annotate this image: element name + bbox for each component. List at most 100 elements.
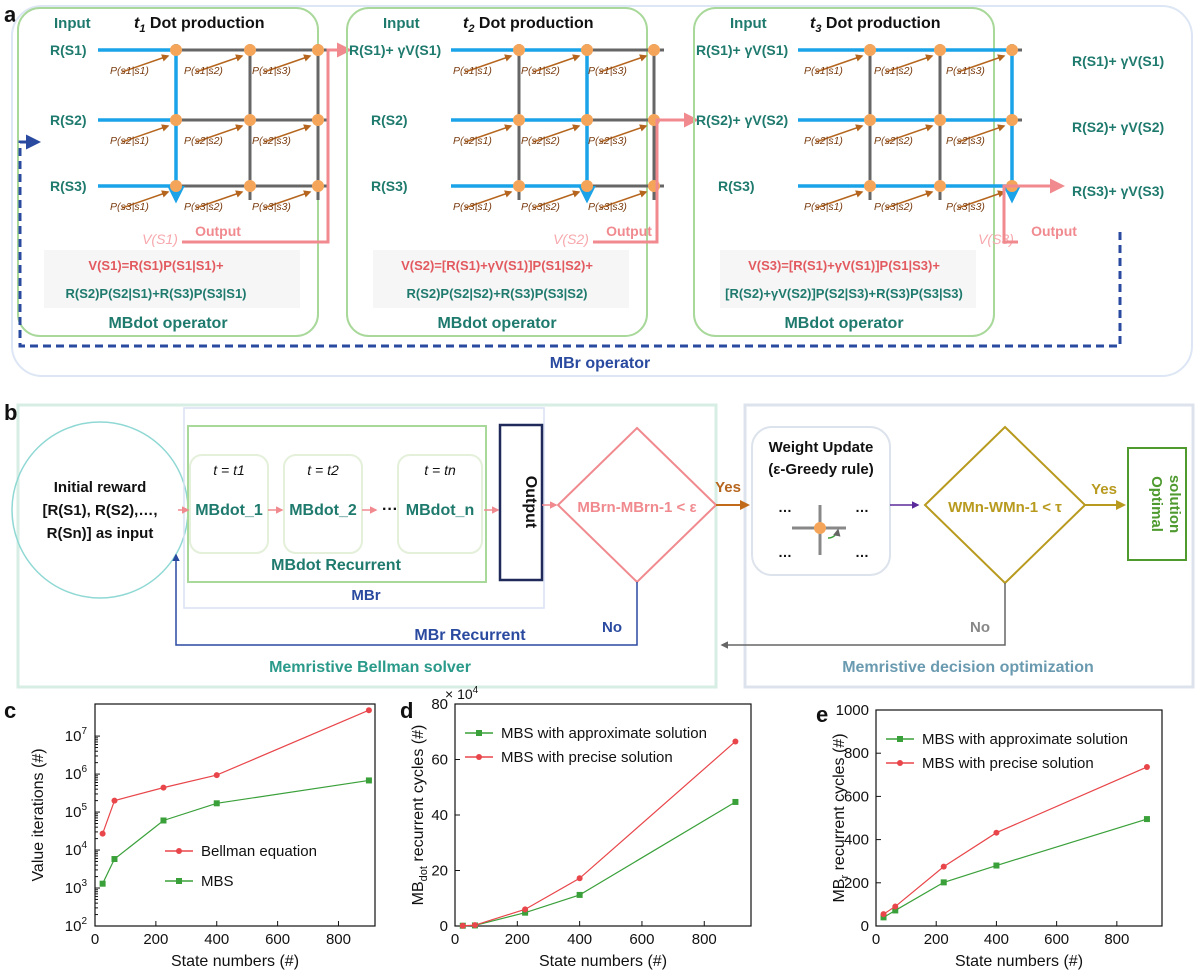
- x-tick-label: 400: [984, 931, 1009, 948]
- memristor-node: [1006, 44, 1018, 56]
- weight-arrow: [885, 54, 934, 73]
- mbdot-recurrent-frame: [187, 425, 487, 583]
- y-tick-label: 104: [65, 840, 88, 859]
- condition1-text: MBrn-MBrn-1 < ε: [577, 499, 696, 516]
- input-label: Input: [54, 15, 91, 32]
- y-tick-label: 80: [431, 696, 448, 713]
- output-connector-arrow: [593, 112, 699, 244]
- output-value: V(S2): [553, 231, 589, 247]
- decision-label: Memristive decision optimization: [842, 659, 1094, 676]
- y-tick-label: 106: [65, 764, 88, 783]
- equation-line-1: V(S3)=[R(S1)+γV(S1)]P(S1|S3)+: [748, 258, 940, 273]
- weight-label: P(s1|s3): [946, 65, 985, 77]
- output-label: Output: [606, 223, 652, 239]
- plot-frame: [875, 709, 1163, 927]
- memristor-node: [934, 180, 946, 192]
- memristor-node: [170, 180, 182, 192]
- memristor-node: [581, 180, 593, 192]
- legend-marker: [476, 730, 482, 736]
- final-outputs: R(S1)+ γV(S1) R(S2)+ γV(S2) R(S3)+ γV(S3…: [1072, 53, 1164, 199]
- y-tick-label: 0: [861, 918, 869, 935]
- weight-label: P(s2|s1): [453, 135, 492, 147]
- mbdot-step-n: [397, 454, 483, 554]
- panel-a-label: a: [4, 2, 17, 27]
- y-tick-label: 103: [65, 878, 88, 897]
- initial-line-1: Initial reward: [54, 479, 147, 496]
- weight-arrow: [815, 54, 864, 73]
- data-point: [880, 911, 887, 918]
- x-tick-label: 600: [265, 931, 290, 948]
- mbdot-step-2: [283, 454, 363, 554]
- no2-label: No: [970, 619, 990, 636]
- initial-line-2: [R(S1), R(S2),…,: [42, 502, 157, 519]
- legend-entry: MBS with approximate solution: [922, 731, 1128, 748]
- memristor-node: [312, 180, 324, 192]
- input-3: R(S3): [371, 178, 408, 194]
- x-tick-label: 200: [924, 931, 949, 948]
- y-tick-label: 1000: [836, 702, 869, 719]
- data-point: [111, 797, 118, 804]
- y-tick-label: 40: [431, 807, 448, 824]
- memristor-node: [244, 44, 256, 56]
- data-point: [940, 879, 947, 886]
- weight-label: P(s3|s1): [804, 201, 843, 213]
- weight-label: P(s1|s1): [453, 65, 492, 77]
- legend-entry: MBS: [201, 873, 234, 890]
- legend-marker: [476, 754, 482, 760]
- input-2: R(S2): [371, 112, 408, 128]
- memristor-node: [513, 114, 525, 126]
- step-2-time: t = t2: [307, 462, 339, 478]
- memristor-node: [513, 44, 525, 56]
- mbr-label: MBr: [351, 587, 380, 604]
- operator-label: MBdot operator: [784, 315, 903, 332]
- x-axis-label: State numbers (#): [171, 953, 299, 970]
- x-axis-label: State numbers (#): [539, 953, 667, 970]
- weight-arrow: [957, 190, 1006, 209]
- weight-label: P(s2|s3): [946, 135, 985, 147]
- y-multiplier: × 104: [445, 685, 479, 702]
- x-tick-label: 0: [91, 931, 99, 948]
- mbdot-blocks: t1 Dot productionInputR(S1)R(S2)R(S3)P(s…: [17, 7, 1077, 337]
- data-point: [111, 856, 118, 863]
- memristor-node: [648, 44, 660, 56]
- weight-label: P(s1|s3): [588, 65, 627, 77]
- chart-label: e: [816, 702, 828, 727]
- equation-line-1: V(S2)=[R(S1)+γV(S1)]P(S1|S2)+: [401, 258, 593, 273]
- memristor-node: [170, 114, 182, 126]
- x-tick-label: 0: [872, 931, 880, 948]
- svg-text:…: …: [778, 544, 792, 560]
- memristor-node: [864, 44, 876, 56]
- step-2-name: MBdot_2: [289, 502, 357, 519]
- memristor-node: [1006, 114, 1018, 126]
- panel-a: a t1 Dot productionInputR(S1)R(S2)R(S3)P…: [4, 2, 1193, 377]
- input-label: Input: [383, 15, 420, 32]
- weight-arrow: [599, 54, 648, 73]
- no2-arrow: [720, 583, 1006, 649]
- x-tick-label: 800: [692, 931, 717, 948]
- panel-b: b Initial reward [R(S1), R(S2),…, R(Sn)]…: [4, 400, 1195, 689]
- output-value: V(S1): [142, 231, 178, 247]
- memristor-node: [581, 44, 593, 56]
- weight-update-box: [751, 426, 891, 576]
- data-point: [1143, 764, 1150, 771]
- weight-label: P(s1|s1): [804, 65, 843, 77]
- series-line-2: [462, 741, 736, 927]
- output-label: Output: [1031, 223, 1077, 239]
- memristor-node: [513, 180, 525, 192]
- y-axis-label: Value iterations (#): [30, 748, 47, 881]
- mbr-recurrent-arrow: [172, 553, 638, 646]
- step-n-name: MBdot_n: [406, 502, 474, 519]
- y-tick-label: 400: [844, 832, 869, 849]
- memristor-node: [934, 44, 946, 56]
- yes2-label: Yes: [1091, 481, 1117, 498]
- y-tick-label: 60: [431, 752, 448, 769]
- mbdot-step-1: [189, 454, 269, 554]
- weight-arrow: [195, 54, 244, 73]
- step-1-name: MBdot_1: [195, 502, 263, 519]
- weight-label: P(s2|s2): [184, 135, 223, 147]
- memristor-node: [312, 44, 324, 56]
- input-label: Input: [730, 15, 767, 32]
- memristor-node: [170, 44, 182, 56]
